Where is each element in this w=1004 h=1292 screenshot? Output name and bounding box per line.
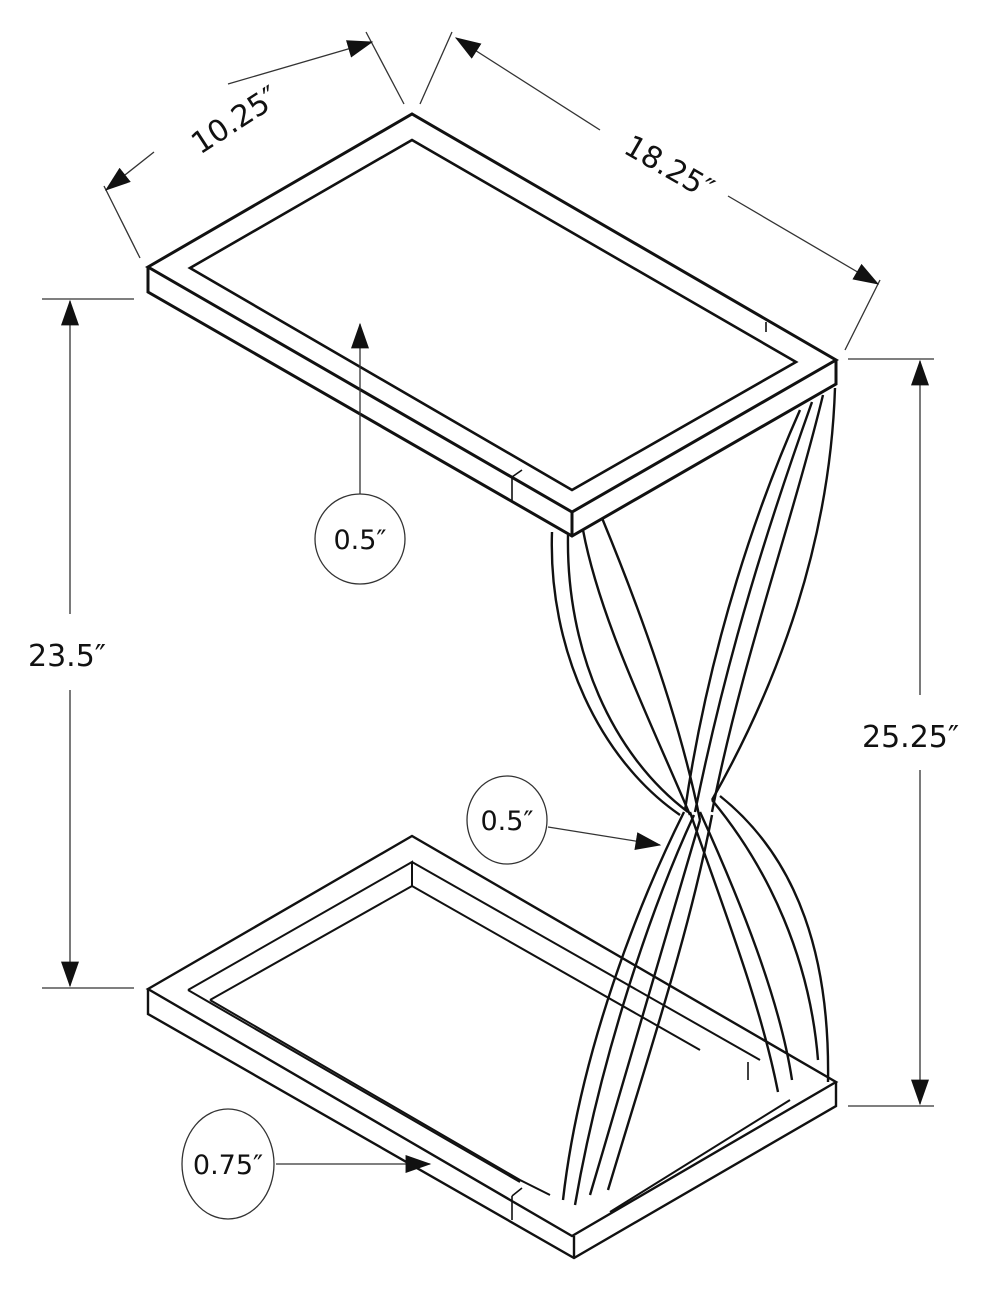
dimension-inner-height-label: 23.5″ <box>28 639 106 674</box>
dimension-top-width-label: 18.25″ <box>618 129 720 208</box>
callout-base-thickness-label: 0.75″ <box>193 1150 263 1181</box>
dimension-top-depth-label: 10.25″ <box>185 79 285 161</box>
callout-leg-thickness: 0.5″ <box>466 775 662 865</box>
callout-top-thickness-label: 0.5″ <box>333 525 386 556</box>
callout-top-thickness: 0.5″ <box>314 322 406 585</box>
twisted-leg-frame <box>550 387 837 1206</box>
callout-leg-thickness-label: 0.5″ <box>480 806 533 837</box>
table-top <box>145 112 839 538</box>
dimension-overall-height-label: 25.25″ <box>862 720 959 755</box>
dimension-overall-height: 25.25″ <box>848 358 959 1107</box>
dimension-inner-height: 23.5″ <box>28 298 134 989</box>
table-base <box>145 834 839 1260</box>
callout-base-thickness: 0.75″ <box>181 1108 432 1220</box>
dimension-top-width: 18.25″ <box>419 31 881 351</box>
